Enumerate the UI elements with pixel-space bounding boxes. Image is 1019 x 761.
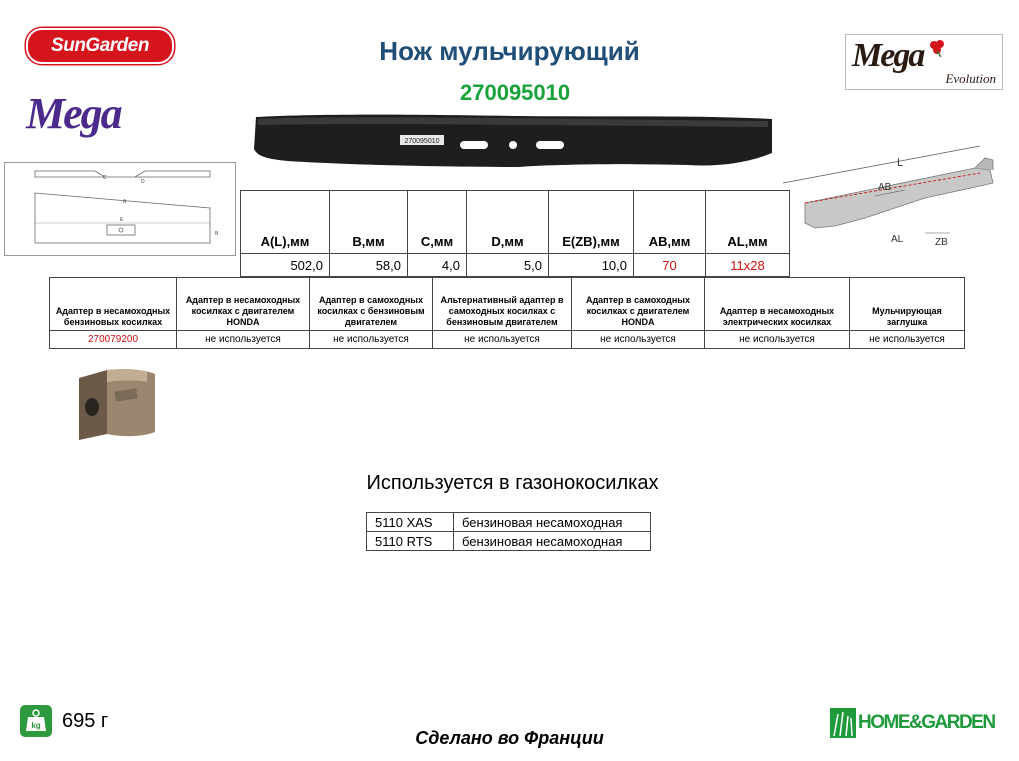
dims-header: C,мм — [407, 190, 467, 254]
adapter-header: Адаптер в самоходных косилках с бензинов… — [309, 277, 433, 331]
drawing-label-zb: ZB — [935, 237, 948, 248]
grass-icon — [830, 708, 856, 738]
adapter-header: Альтернативный адаптер в самоходных коси… — [432, 277, 572, 331]
made-in-label: Сделано во Франции — [415, 728, 604, 748]
model-type: бензиновая несамоходная — [453, 531, 651, 551]
adapter-header: Адаптер в несамоходных электрических кос… — [704, 277, 850, 331]
drawing-label-c: C — [103, 175, 107, 181]
adapter-value: не используется — [849, 330, 965, 349]
adapter-value: не используется — [309, 330, 433, 349]
mega-evolution-logo: Mega Evolution — [845, 34, 1003, 90]
dims-value: 4,0 — [407, 253, 467, 277]
product-code: 270095010 — [460, 80, 571, 105]
dims-header: D,мм — [466, 190, 549, 254]
dims-value: 10,0 — [548, 253, 634, 277]
clover-icon — [930, 40, 944, 57]
model-type: бензиновая несамоходная — [453, 512, 651, 532]
home-garden-logo: HOME&GARDEN — [830, 708, 996, 738]
adapter-header: Адаптер в несамоходных косилках с двигат… — [176, 277, 310, 331]
adapter-header: Адаптер в несамоходных бензиновых косилк… — [49, 277, 177, 331]
drawing-label-al: AL — [891, 234, 904, 245]
adapter-value: не используется — [571, 330, 705, 349]
dims-header: AB,мм — [633, 190, 706, 254]
dims-header: E(ZB),мм — [548, 190, 634, 254]
mega-evolution-logo-main: Mega — [852, 37, 925, 74]
mega-logo: Mega — [26, 89, 123, 138]
model-name: 5110 XAS — [366, 512, 454, 532]
dims-header: B,мм — [329, 190, 408, 254]
adapter-value: не используется — [704, 330, 850, 349]
drawing-label-l: L — [897, 157, 903, 169]
dimensions-table: A(L),мм B,мм C,мм D,мм E(ZB),мм AB,мм AL… — [240, 190, 790, 277]
page-title: Нож мульчирующий — [0, 36, 1019, 67]
home-garden-text: HOME&GARDEN — [858, 712, 996, 733]
technical-drawing-left: A B C D E — [4, 162, 236, 256]
model-name: 5110 RTS — [366, 531, 454, 551]
dims-value: 70 — [633, 253, 706, 277]
weight-info: kg 695 г — [20, 705, 108, 737]
blade-photo: 270095010 — [248, 105, 778, 180]
drawing-label-ab: AB — [878, 182, 892, 193]
drawing-label-d: D — [141, 179, 145, 185]
weight-icon: kg — [20, 705, 52, 737]
dims-header: AL,мм — [705, 190, 790, 254]
adapter-header: Адаптер в самоходных косилках с двигател… — [571, 277, 705, 331]
mega-evolution-logo-sub: Evolution — [945, 71, 996, 86]
used-in-title: Используется в газонокосилках — [366, 472, 659, 494]
drawing-label-e: E — [120, 217, 124, 223]
dims-value: 58,0 — [329, 253, 408, 277]
adapter-value: не используется — [176, 330, 310, 349]
dims-value: 502,0 — [240, 253, 330, 277]
adapter-table: Адаптер в несамоходных бензиновых косилк… — [49, 277, 965, 349]
technical-drawing-right: L AB AL ZB — [782, 145, 994, 248]
drawing-label-a: A — [123, 199, 127, 205]
blade-label: 270095010 — [404, 138, 439, 145]
adapter-header: Мульчирующая заглушка — [849, 277, 965, 331]
dims-header: A(L),мм — [240, 190, 330, 254]
dims-value: 5,0 — [466, 253, 549, 277]
adapter-value: 270079200 — [49, 330, 177, 349]
page-title-text: Нож мульчирующий — [379, 36, 640, 66]
weight-icon-label: kg — [31, 721, 40, 730]
weight-value: 695 г — [62, 709, 109, 732]
drawing-label-b: B — [215, 231, 219, 237]
sungarden-logo: SunGarden — [26, 28, 174, 64]
adapter-value: не используется — [432, 330, 572, 349]
models-table: 5110 XAS бензиновая несамоходная 5110 RT… — [366, 512, 651, 551]
adapter-photo — [67, 352, 162, 466]
dims-value: 11x28 — [705, 253, 790, 277]
